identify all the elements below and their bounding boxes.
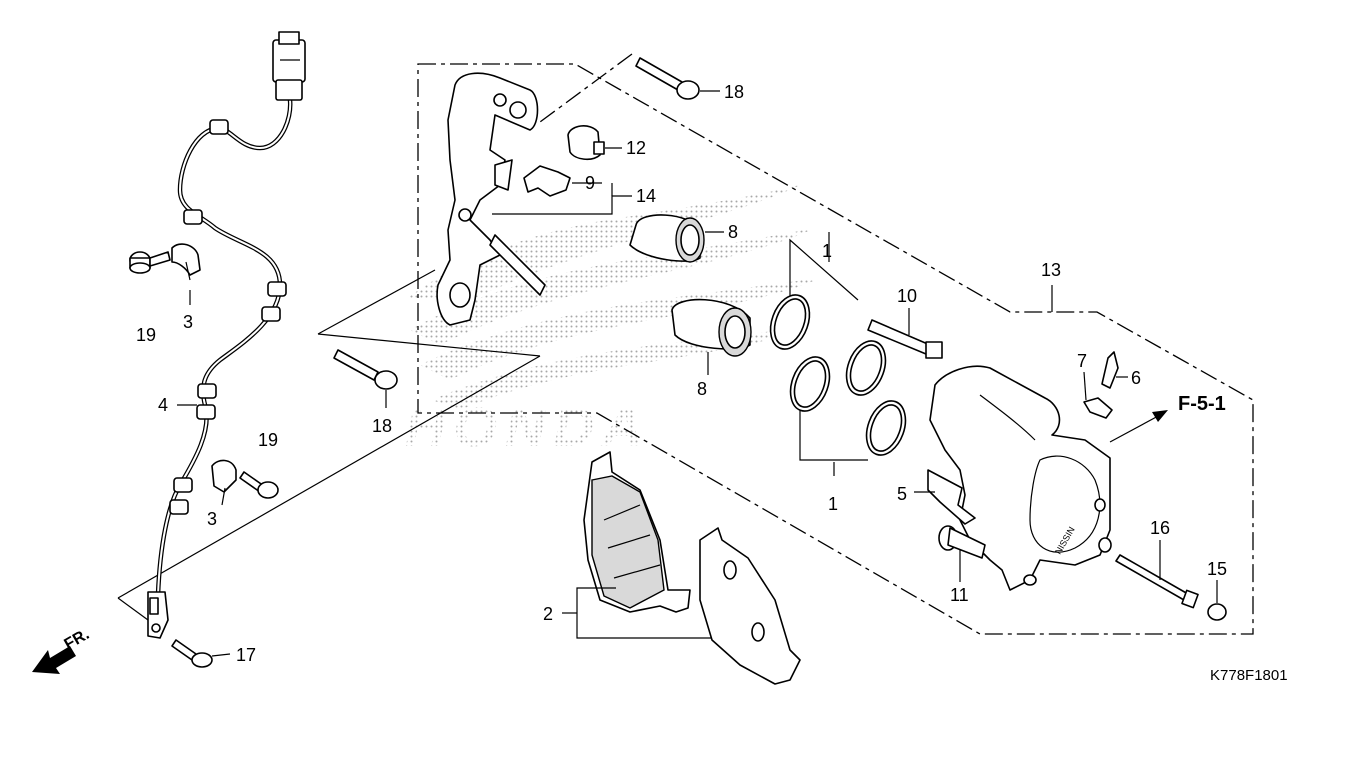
callout-1-upper: 1: [822, 241, 832, 261]
callout-18-upper: 18: [724, 82, 744, 102]
callout-18-lower: 18: [372, 416, 392, 436]
callout-15: 15: [1207, 559, 1227, 579]
bleeder-screw-6: [1101, 351, 1128, 389]
bolt-19-upper: [129, 251, 171, 274]
caliper-bracket: [436, 72, 546, 326]
callout-5: 5: [897, 484, 907, 504]
callout-19-upper: 19: [136, 325, 156, 345]
callout-8-upper: 8: [728, 222, 738, 242]
reference-label: F-5-1: [1178, 393, 1226, 415]
callout-labels: 1 1 2 3 3 4 5 6 7 8 8 9 10 11 12 13 14 1…: [136, 82, 1227, 665]
callout-16: 16: [1150, 518, 1170, 538]
pad-pin-16: [1115, 540, 1199, 609]
piston-8-lower: [671, 298, 752, 375]
slide-pin-10: [867, 308, 943, 359]
clip-3-lower: [211, 459, 237, 493]
slide-pin-11: [938, 525, 986, 582]
brake-pad-2-front: [583, 451, 691, 613]
callout-3-upper: 3: [183, 312, 193, 332]
callout-10: 10: [897, 286, 917, 306]
piston-seals-1: [769, 232, 907, 476]
clip-3-upper: [171, 243, 201, 281]
callout-9: 9: [585, 173, 595, 193]
diagram-code: K778F1801: [1210, 667, 1288, 684]
callout-3-lower: 3: [207, 509, 217, 529]
pad-retainer-9: [523, 165, 602, 197]
front-direction-arrow: FR.: [32, 626, 92, 674]
callout-11: 11: [950, 585, 969, 605]
piston-8-upper: [629, 214, 724, 263]
callout-17: 17: [236, 645, 256, 665]
dust-cap-12: [567, 125, 622, 161]
callout-8-lower: 8: [697, 379, 707, 399]
callout-4: 4: [158, 395, 168, 415]
pad-spring-5: [914, 469, 976, 525]
callout-13: 13: [1041, 260, 1061, 280]
callout-12: 12: [626, 138, 646, 158]
reference-arrow: [1109, 410, 1168, 443]
callout-6: 6: [1131, 368, 1141, 388]
callout-7: 7: [1077, 351, 1087, 371]
callout-19-lower: 19: [258, 430, 278, 450]
bolt-19-lower: [239, 471, 279, 499]
bolt-17: [171, 639, 231, 668]
leader-14: [492, 195, 632, 215]
wheel-speed-sensor-harness: [147, 31, 306, 639]
callout-2: 2: [543, 604, 553, 624]
honda-watermark-text: HONDA: [405, 395, 650, 458]
plug-15: [1207, 580, 1227, 621]
callout-14: 14: [636, 186, 656, 206]
bolt-18-left: [333, 349, 398, 408]
brake-pad-2-rear: [562, 527, 801, 685]
bleeder-cap-7: [1083, 371, 1113, 419]
callout-1-lower: 1: [828, 494, 838, 514]
bolt-18-top: [635, 57, 720, 100]
assembly-outline-bracket: [539, 53, 633, 123]
assembly-outline-13: [417, 63, 1254, 635]
leader-lines: [117, 269, 541, 621]
caliper-body: NISSIN: [929, 365, 1112, 591]
